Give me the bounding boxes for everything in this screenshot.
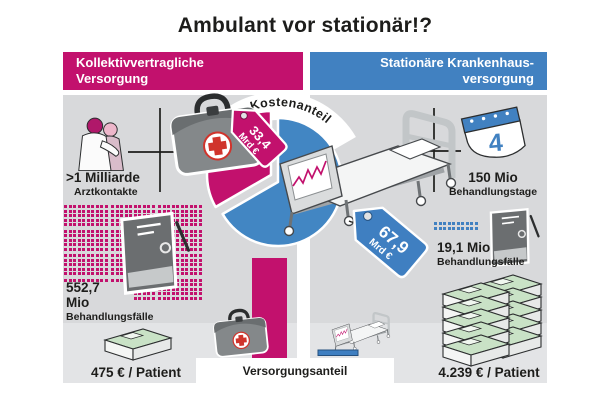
cases-stationaer-label: Behandlungsfälle [437, 256, 525, 268]
svg-text:4: 4 [488, 129, 504, 158]
doctor-patient-icon [78, 117, 124, 172]
header-ambulant-line1: Kollektivvertragliche [76, 55, 204, 70]
care-share-label: Versorgungsanteil [242, 363, 348, 378]
price-tag-stationaer: 67,9 Mrd € [352, 206, 429, 279]
header-stationaer-line1: Stationäre Krankenhaus- [380, 55, 534, 70]
money-stack-stationaer-icon [442, 274, 542, 367]
cases-ambulant-label: Behandlungsfälle [66, 311, 154, 323]
bar-stationaer-share [317, 349, 359, 356]
header-stationaer: Stationäre Krankenhaus- versorgung [310, 52, 547, 90]
contacts-value: >1 Milliarde [66, 170, 140, 185]
cost-per-patient-ambulant: 475 € / Patient [90, 365, 182, 380]
pictogram-grid-stationaer-cases [434, 222, 480, 231]
cost-per-patient-stationaer: 4.239 € / Patient [438, 365, 540, 380]
pie-slice-stationaer [221, 116, 344, 248]
money-stack-ambulant-icon [104, 328, 172, 361]
price-tag-ambulant: 33,4 Mrd € [230, 108, 288, 168]
page-title: Ambulant vor stationär!? [177, 14, 433, 37]
header-ambulant: Kollektivvertragliche Versorgung [63, 52, 303, 90]
header-stationaer-line2: versorgung [462, 71, 534, 86]
care-share-strip: Versorgungsanteil [196, 358, 394, 383]
header-ambulant-line2: Versorgung [76, 71, 149, 86]
contacts-label: Arztkontakte [74, 186, 138, 198]
calendar-icon: 4 [460, 106, 526, 158]
cases-stationaer-value: 19,1 Mio [437, 240, 491, 255]
days-label: Behandlungstage [448, 186, 538, 198]
days-value: 150 Mio [468, 170, 518, 185]
cases-ambulant-unit: Mio [66, 295, 90, 310]
folder-icon-ambulant [112, 206, 194, 301]
cases-ambulant-value: 552,7 [66, 280, 100, 295]
small-bed-icon [330, 312, 392, 355]
